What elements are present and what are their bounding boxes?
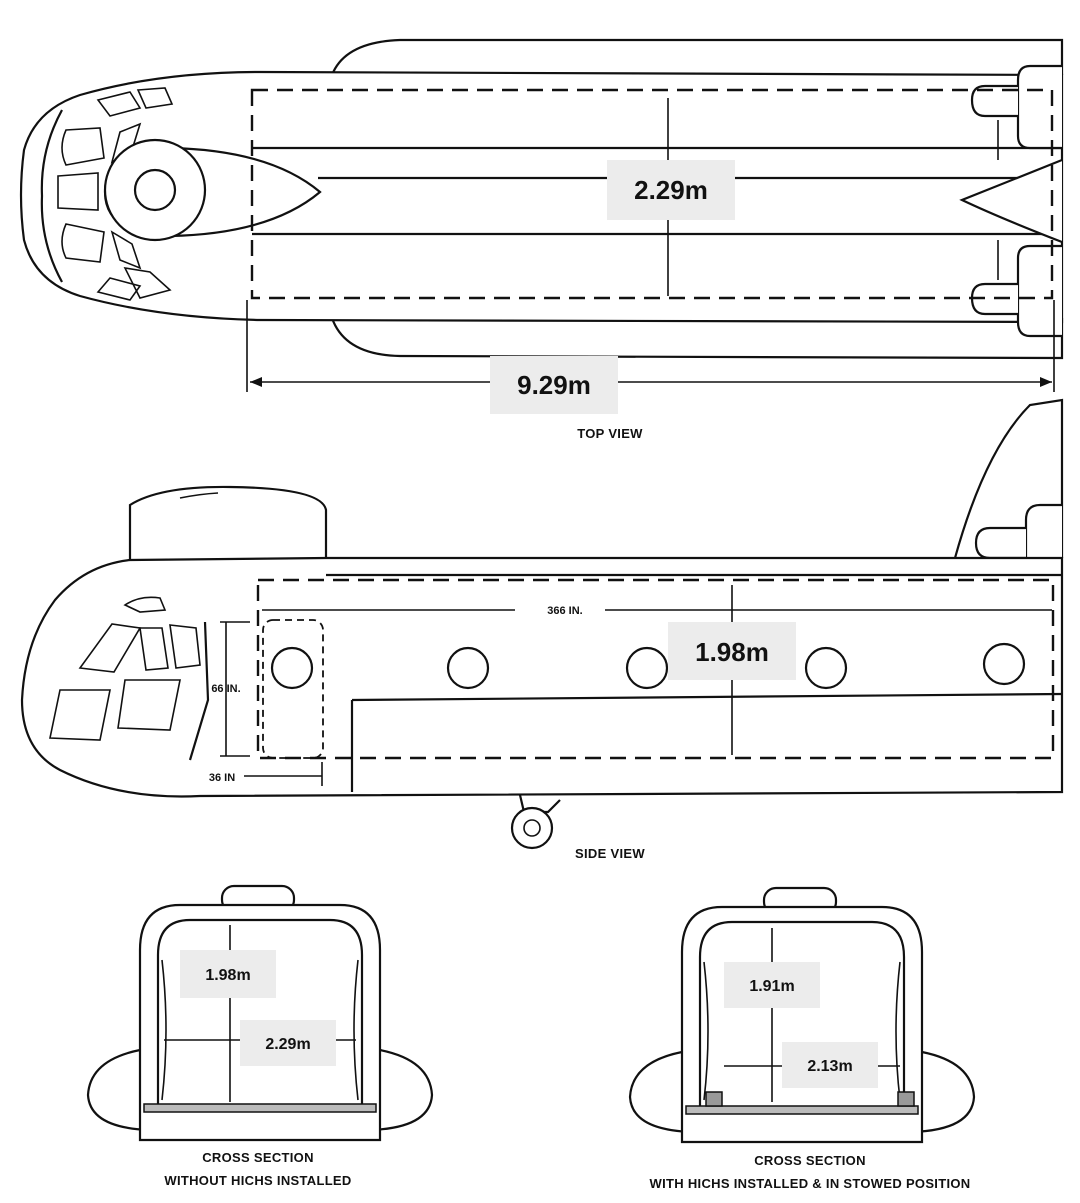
right-subcaption: WITH HICHS INSTALLED & IN STOWED POSITIO…: [650, 1176, 971, 1191]
top-length-label: 9.29m: [517, 370, 591, 400]
right-height-label: 1.91m: [749, 978, 794, 995]
side-door-width-label: 36 IN: [209, 772, 235, 784]
top-width-label: 2.29m: [634, 175, 708, 205]
cross-section-right: 1.91m 2.13m CROSS SECTION WITH HICHS INS…: [628, 886, 976, 1191]
cross-section-left: 1.98m 2.29m CROSS SECTION WITHOUT HICHS …: [86, 884, 434, 1188]
left-caption: CROSS SECTION: [202, 1150, 314, 1165]
top-view: 2.29m 9.29m TOP VIEW: [19, 38, 1064, 441]
side-view: 366 IN. 66 IN. 36 IN 1.98m SIDE VIEW: [20, 398, 1064, 861]
top-view-caption: TOP VIEW: [577, 426, 643, 441]
side-length-in-label: 366 IN.: [547, 605, 582, 617]
side-door-height-label: 66 IN.: [211, 683, 240, 695]
left-height-label: 1.98m: [205, 967, 250, 984]
side-view-caption: SIDE VIEW: [575, 846, 645, 861]
right-width-label: 2.13m: [807, 1058, 852, 1075]
right-caption: CROSS SECTION: [754, 1153, 866, 1168]
side-height-label: 1.98m: [695, 637, 769, 667]
left-width-label: 2.29m: [265, 1036, 310, 1053]
left-subcaption: WITHOUT HICHS INSTALLED: [164, 1173, 351, 1188]
